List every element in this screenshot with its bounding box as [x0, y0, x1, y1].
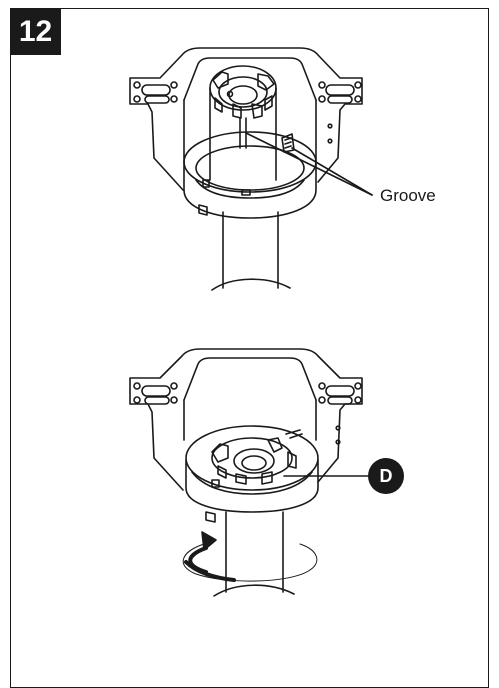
- bottom-base-ring: [186, 426, 318, 512]
- bottom-pole: [214, 512, 294, 596]
- part-d-badge: D: [368, 458, 404, 494]
- groove-label: Groove: [380, 186, 436, 206]
- bottom-figure: [130, 349, 368, 596]
- groove-leader-lines: [246, 133, 372, 195]
- rotation-arrow-icon: [183, 532, 317, 581]
- bottom-set-screw: [206, 512, 215, 522]
- top-figure: [130, 48, 372, 290]
- top-base-ring: [184, 132, 316, 218]
- top-inner-cylinder: [210, 66, 276, 180]
- top-pole: [212, 212, 290, 290]
